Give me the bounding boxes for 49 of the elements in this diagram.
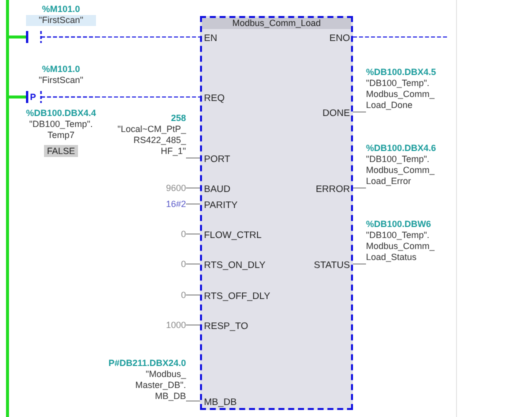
wire <box>96 96 202 98</box>
operand-address: %DB100.DBX4.6 <box>366 143 436 154</box>
pin-label: FLOW_CTRL <box>204 230 274 242</box>
pin-label: BAUD <box>204 184 274 196</box>
tag-name: "DB100_Temp". Modbus_Comm_ Load_Done <box>366 78 435 111</box>
constant-value: 0 <box>180 228 186 240</box>
pin-label: DONE <box>280 108 350 120</box>
tag-name: "FirstScan" <box>26 15 96 26</box>
constant-value: 0 <box>180 258 186 270</box>
power-rail <box>6 0 9 417</box>
pin-label: RTS_ON_DLY <box>204 260 274 272</box>
pin-label: RESP_TO <box>204 321 274 333</box>
tag-name: "DB100_Temp". Temp7 <box>29 119 93 141</box>
pin-label: PORT <box>204 154 274 166</box>
constant-value: 16#2 <box>166 198 186 210</box>
operand-address: 258 <box>170 113 186 124</box>
tag-name: "DB100_Temp". Modbus_Comm_ Load_Status <box>366 230 435 263</box>
tag-name: "Modbus_ Master_DB". MB_DB <box>135 369 186 402</box>
pin-label: RTS_OFF_DLY <box>204 291 274 303</box>
wire <box>9 96 26 98</box>
wire <box>352 36 448 38</box>
pin-label: PARITY <box>204 200 274 212</box>
pin-label: REQ <box>204 93 274 105</box>
operand-address: %DB100.DBX4.5 <box>366 67 436 78</box>
wire <box>186 400 202 402</box>
constant-value: 0 <box>180 290 186 300</box>
wire <box>96 36 202 38</box>
operand-address: P#DB211.DBX24.0 <box>108 358 186 369</box>
pin-label: ENO <box>280 33 350 45</box>
tag-name: "Local~CM_PtP_ RS422_485_ HF_1" <box>118 124 186 157</box>
contact-type-label: P <box>30 91 36 103</box>
constant-value: 9600 <box>166 182 186 194</box>
operand-address: %M101.0 <box>42 4 80 15</box>
tag-name: "DB100_Temp". Modbus_Comm_ Load_Error <box>366 154 435 187</box>
wire <box>9 36 26 38</box>
pin-label: STATUS <box>280 260 350 272</box>
pin-label: MB_DB <box>204 397 274 409</box>
tag-name: "FirstScan" <box>38 75 84 86</box>
constant-value: 1000 <box>166 320 186 330</box>
operand-address: %DB100.DBX4.4 <box>26 108 96 119</box>
function-block <box>200 16 353 410</box>
block-title: Modbus_Comm_Load <box>202 18 351 29</box>
wire <box>186 324 202 326</box>
value-badge: FALSE <box>44 145 78 157</box>
operand-address: %DB100.DBW6 <box>366 219 432 230</box>
pin-label: EN <box>204 33 274 45</box>
operand-address: %M101.0 <box>42 64 80 75</box>
pin-label: ERROR <box>280 184 350 196</box>
wire <box>186 294 202 296</box>
